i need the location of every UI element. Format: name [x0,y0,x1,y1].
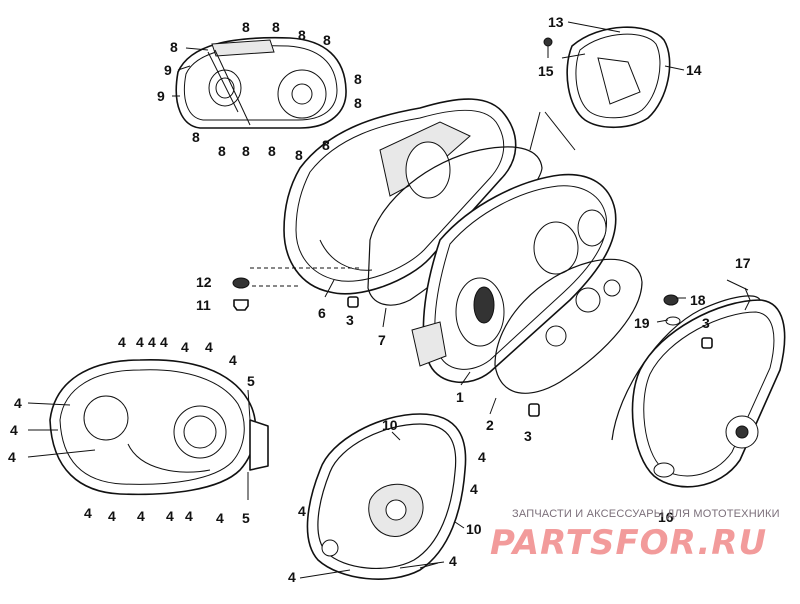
label-13: 13 [548,14,564,30]
label-8: 8 [218,143,226,159]
label-10: 10 [466,521,482,537]
label-11: 11 [196,297,211,313]
label-8: 8 [323,32,331,48]
label-9: 9 [157,88,165,104]
label-4: 4 [449,553,457,569]
left-side-cover [49,358,269,496]
gasket-2-hole [603,279,621,297]
label-4: 4 [108,508,116,524]
washer-12 [232,277,250,289]
watermark-logo: PARTSFOR.RU [490,523,768,563]
crankcase-center [411,173,617,384]
gasket-2-hole [545,325,567,347]
label-10: 10 [382,417,398,433]
label-4: 4 [84,505,92,521]
label-7: 7 [378,332,386,348]
right-side-cover [611,287,786,488]
gasket-2 [494,258,643,394]
label-8: 8 [354,95,362,111]
label-8: 8 [298,27,306,43]
label-8: 8 [322,137,330,153]
label-5: 5 [242,510,250,526]
dowel-pin-3 [528,403,540,417]
label-4: 4 [216,510,224,526]
gasket-2-hole [575,287,601,313]
label-4: 4 [288,569,296,585]
label-3: 3 [346,312,354,328]
label-4: 4 [160,334,168,350]
label-8: 8 [242,19,250,35]
label-5: 5 [247,373,255,389]
label-4: 4 [229,352,237,368]
label-9: 9 [164,62,172,78]
dowel-pin-3 [347,296,359,308]
label-16: 16 [658,509,674,525]
label-4: 4 [185,508,193,524]
label-3: 3 [702,315,710,331]
label-8: 8 [268,143,276,159]
gasket-7 [367,146,543,306]
label-18: 18 [690,292,706,308]
label-4: 4 [8,449,16,465]
outer-cover-small [175,36,347,129]
label-4: 4 [148,334,156,350]
label-4: 4 [137,508,145,524]
dowel-pin-3 [701,337,713,349]
label-15: 15 [538,63,554,79]
leader-lines [27,21,749,579]
label-4: 4 [298,503,306,519]
bottom-cover-gasket [306,413,467,580]
inner-cover-main [283,98,517,295]
label-4: 4 [166,508,174,524]
label-1: 1 [456,389,464,405]
label-8: 8 [192,129,200,145]
label-8: 8 [295,147,303,163]
label-6: 6 [318,305,326,321]
label-3: 3 [524,428,532,444]
label-8: 8 [170,39,178,55]
label-17: 17 [735,255,751,271]
label-12: 12 [196,274,212,290]
label-4: 4 [470,481,478,497]
label-4: 4 [10,422,18,438]
label-4: 4 [478,449,486,465]
label-4: 4 [136,334,144,350]
label-8: 8 [272,19,280,35]
label-8: 8 [354,71,362,87]
label-2: 2 [486,417,494,433]
label-4: 4 [118,334,126,350]
watermark-caption: ЗАПЧАСТИ И АКСЕССУАРЫ ДЛЯ МОТОТЕХНИКИ [512,508,780,520]
label-14: 14 [686,62,702,78]
label-4: 4 [14,395,22,411]
part-labels: 13 14 15 8 8 8 8 8 8 8 8 8 8 8 8 8 9 9 1… [8,14,751,585]
label-4: 4 [181,339,189,355]
label-19: 19 [634,315,650,331]
label-8: 8 [242,143,250,159]
drain-plug-11 [233,299,249,311]
clutch-cover-ring [543,26,671,129]
label-4: 4 [205,339,213,355]
